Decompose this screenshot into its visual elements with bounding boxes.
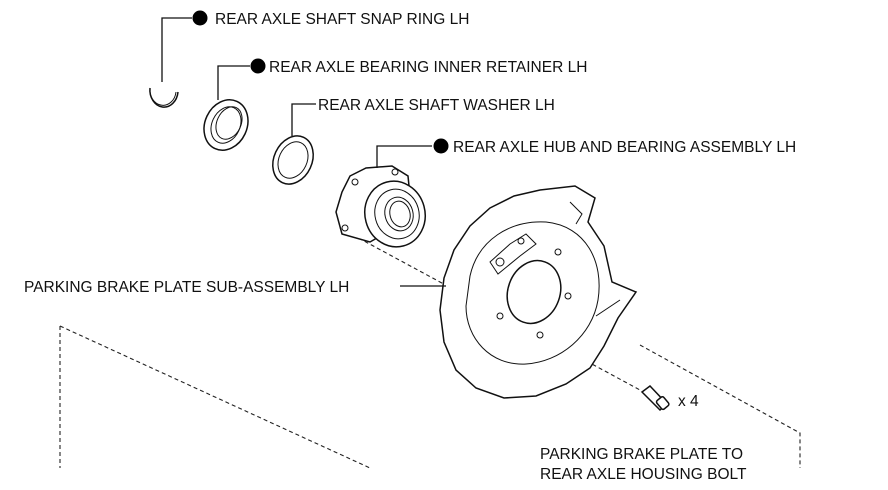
- inner-retainer-part: [203, 99, 249, 151]
- washer-leader: [291, 103, 316, 136]
- inner-retainer-leader: [217, 65, 250, 100]
- hub-bearing-leader: [376, 145, 432, 168]
- inner-retainer-label: REAR AXLE BEARING INNER RETAINER LH: [269, 59, 587, 76]
- washer-part: [272, 135, 314, 185]
- bolt-label-line2: REAR AXLE HOUSING BOLT: [540, 466, 747, 483]
- inner-retainer-marker-icon: [250, 58, 266, 74]
- snap-ring-label: REAR AXLE SHAFT SNAP RING LH: [215, 11, 469, 28]
- brake-plate-label: PARKING BRAKE PLATE SUB-ASSEMBLY LH: [24, 279, 349, 296]
- hub-bearing-marker-icon: [433, 138, 449, 154]
- snap-ring-part: [149, 87, 179, 108]
- washer-label: REAR AXLE SHAFT WASHER LH: [318, 97, 555, 114]
- brake-plate-part: [439, 185, 638, 399]
- hub-bearing-part: [335, 165, 426, 248]
- bolt-label-line1: PARKING BRAKE PLATE TO: [540, 446, 743, 463]
- bolt-part: [640, 384, 670, 412]
- dashed-frame: [59, 227, 801, 469]
- bolt-quantity-label: x 4: [678, 393, 699, 410]
- snap-ring-leader: [161, 17, 192, 82]
- hub-bearing-label: REAR AXLE HUB AND BEARING ASSEMBLY LH: [453, 139, 796, 156]
- snap-ring-marker-icon: [192, 10, 208, 26]
